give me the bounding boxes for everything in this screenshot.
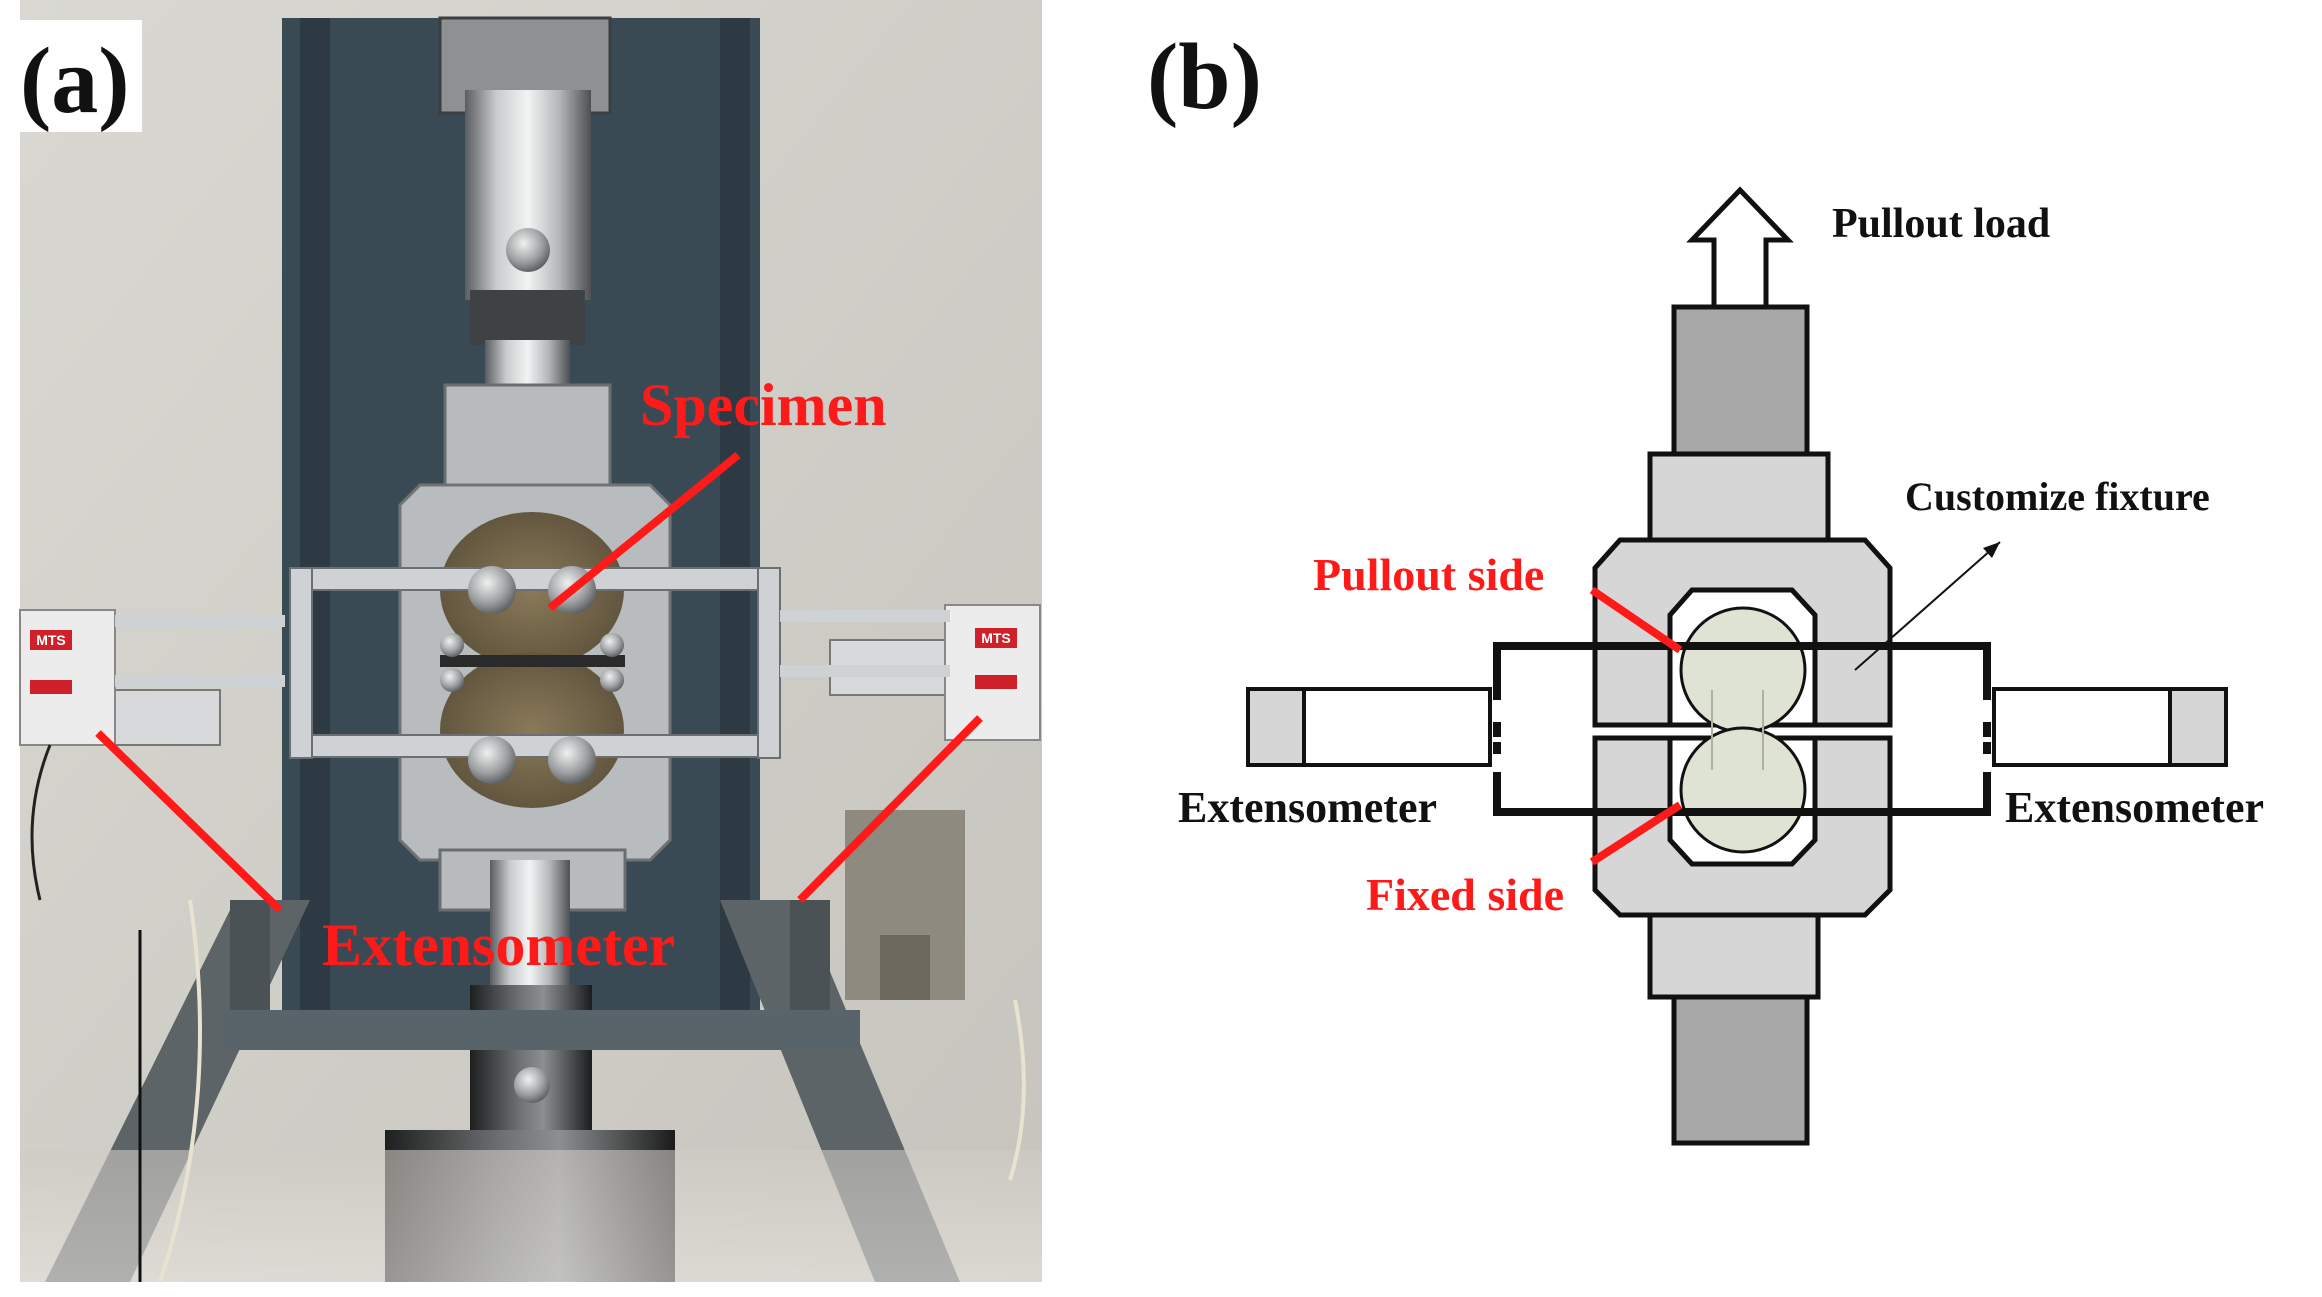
- fixed-side-label: Fixed side: [1366, 869, 1564, 920]
- gauge-brand-left: MTS: [36, 632, 66, 648]
- specimen-pointer-line: [547, 451, 741, 612]
- extensometer-clamp-lower: [1493, 742, 1991, 816]
- fixed-side-pointer: [1589, 801, 1683, 866]
- extensometer-arm-left: [1246, 687, 1492, 767]
- specimen-label: Specimen: [640, 372, 887, 438]
- extensometer-arm-right: [1992, 687, 2228, 767]
- extensometer-label-left: Extensometer: [1178, 783, 1437, 832]
- extensometer-label-photo: Extensometer: [322, 912, 675, 978]
- extensometer-pointer-right: [797, 715, 983, 903]
- specimen-lower: [1679, 726, 1807, 854]
- pullout-load-arrow: [1686, 186, 1794, 310]
- extensometer-label-right: Extensometer: [2005, 783, 2264, 832]
- panel-a-label: (a): [20, 29, 130, 133]
- lower-collar: [1647, 912, 1821, 1000]
- specimen-lower-disc: [440, 652, 624, 808]
- specimen-upper: [1679, 606, 1807, 734]
- extensometer-gauge-right: MTS: [780, 604, 1041, 741]
- pullout-side-label: Pullout side: [1313, 549, 1544, 600]
- panel-a-photo: MTS MTS: [19, 0, 1042, 1283]
- extensometer-pointer-left: [95, 730, 283, 913]
- lower-rod: [1671, 994, 1810, 1146]
- customize-fixture-arrowhead: [1983, 542, 2000, 558]
- extensometer-bar-lower: [289, 734, 781, 758]
- extensometer-gauge-left: MTS: [19, 609, 285, 901]
- pullout-side-pointer: [1589, 586, 1683, 654]
- lower-load-rod: [490, 860, 570, 1005]
- customize-fixture-pointer: [1854, 541, 2001, 671]
- upper-rod: [1671, 304, 1810, 457]
- upper-collar: [1647, 451, 1831, 543]
- pullout-load-label: Pullout load: [1832, 201, 2050, 247]
- extensometer-bar-upper: [289, 567, 781, 591]
- upper-grip-block: [443, 383, 612, 497]
- extensometer-clamp-upper: [1493, 642, 1991, 737]
- gauge-brand-right: MTS: [981, 630, 1011, 646]
- panel-b-label: (b): [1147, 25, 1262, 129]
- customize-fixture-label: Customize fixture: [1905, 474, 2210, 519]
